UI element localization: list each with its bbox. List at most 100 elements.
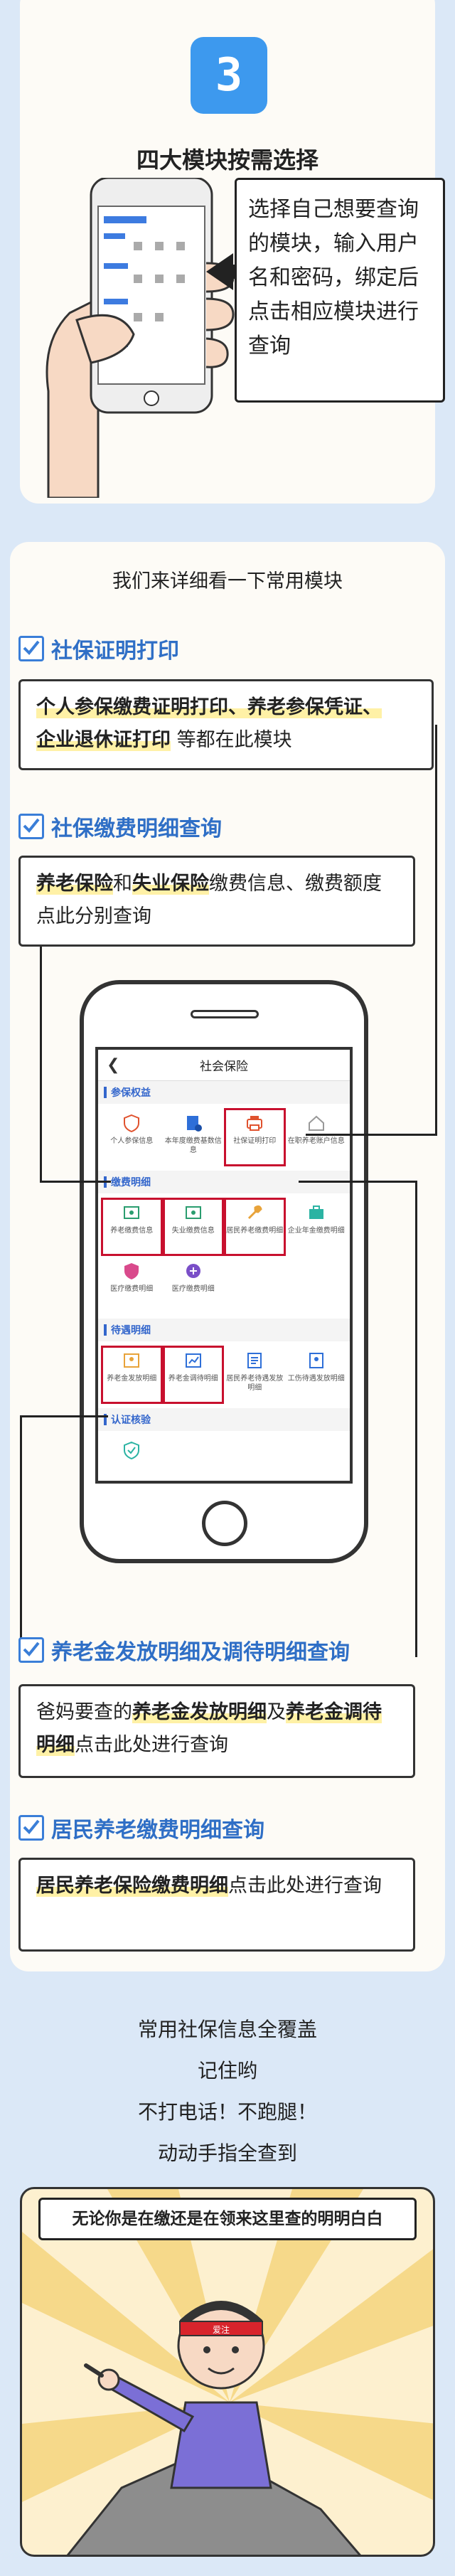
highlight-text: 失业保险 [132,873,209,895]
app-header: ❮ 社会保险 [98,1050,350,1081]
house-icon [306,1112,327,1134]
module-label: 企业年金缴费明细 [287,1227,345,1235]
section-description-certificate: 个人参保缴费证明打印、养老参保凭证、 企业退休证打印 等都在此模块 [18,679,434,770]
module-label: 本年度缴费基数信息 [164,1137,222,1154]
explain-line: 的模块，输入用户 [248,231,419,256]
closing-line: 常用社保信息全覆盖 [137,2018,317,2041]
wrench-icon [244,1202,265,1223]
group-grid: 个人参保信息 本年度缴费基数信息 社保证明打印 在职养老账户信息 [98,1104,350,1171]
printer-icon [244,1112,265,1134]
step-title: 四大模块按需选择 [136,147,318,174]
user-card-icon [121,1350,142,1371]
checkbox-icon [18,1815,44,1841]
module-base-info[interactable]: 本年度缴费基数信息 [163,1108,225,1166]
highlight-text: 养老金发放明细 [132,1701,267,1723]
connector-line [415,1181,417,1657]
plain-text: 及 [267,1701,286,1723]
app-screen: ❮ 社会保险 参保权益 个人参保信息 本年度缴费基数信息 社保证明打印 在职养老… [95,1047,353,1484]
person-doc-icon [306,1350,327,1371]
group-title: 待遇明细 [98,1319,350,1341]
module-medical-payment-2[interactable]: 医疗缴费明细 [163,1256,225,1314]
module-label: 工伤待遇发放明细 [287,1375,345,1383]
section-description-resident: 居民养老保险缴费明细点击此处进行查询 [18,1858,415,1952]
section-label: 居民养老缴费明细查询 [51,1818,264,1843]
module-label: 医疗缴费明细 [110,1285,154,1293]
module-verification[interactable] [101,1435,163,1481]
briefcase-icon [306,1202,327,1223]
plain-text: 点击此处进行查询 [75,1734,228,1756]
module-pension-adjust[interactable]: 养老金调待明细 [162,1346,224,1404]
module-medical-payment[interactable]: 医疗缴费明细 [101,1256,163,1314]
plain-text: 等都在此模块 [171,729,292,751]
connector-line [299,1181,417,1183]
highlight-text: 企业退休证打印 [36,729,171,751]
module-label: 居民养老待遇发放明细 [226,1375,284,1392]
document-icon [183,1112,204,1134]
module-pension-account[interactable]: 在职养老账户信息 [286,1108,348,1166]
plain-text: 点击此处进行查询 [228,1875,382,1897]
card-icon [183,1202,204,1223]
checkbox-icon [18,814,44,839]
section-label: 养老金发放明细及调待明细查询 [51,1640,350,1665]
section-header-payment: 社保缴费明细查询 [18,811,222,842]
module-resident-pension-payment[interactable]: 居民养老缴费明细 [224,1198,286,1256]
module-pension-issue[interactable]: 养老金发放明细 [101,1346,163,1404]
cartoon-speech-bubble: 无论你是在缴还是在领来这里查的明明白白 [38,2198,417,2240]
checkbox-icon [18,1637,44,1663]
heart-shield-icon [121,1260,142,1282]
module-certificate-print[interactable]: 社保证明打印 [224,1108,286,1166]
module-injury-issue[interactable]: 工伤待遇发放明细 [286,1346,348,1404]
connector-line [20,1415,22,1653]
connector-line [40,947,42,1183]
module-pension-payment[interactable]: 养老缴费信息 [101,1198,163,1256]
checkbox-icon [18,636,44,661]
plain-text: 爸妈要查的 [36,1701,132,1723]
verify-shield-icon [121,1439,142,1461]
section-label: 社保证明打印 [51,639,179,664]
phone-speaker [191,1010,259,1018]
group-grid: 养老金发放明细 养老金调待明细 居民养老待遇发放明细 工伤待遇发放明细 [98,1341,350,1408]
plain-text: 缴费信息、缴费额度点此分别查询 [36,873,382,927]
module-label: 养老缴费信息 [110,1227,154,1235]
shield-icon [121,1112,142,1134]
module-label: 居民养老缴费明细 [226,1227,284,1235]
section-header-resident: 居民养老缴费明细查询 [18,1812,264,1843]
module-label: 医疗缴费明细 [171,1285,215,1293]
connector-line [435,725,437,1136]
phone-home-button [202,1501,247,1546]
closing-line: 不打电话！不跑腿！ [137,2100,317,2124]
module-label: 个人参保信息 [110,1137,154,1145]
step-explanation: 选择自己想要查询 的模块，输入用户 名和密码，绑定后 点击相应模块进行 查询 [235,178,445,403]
module-unemployment-payment[interactable]: 失业缴费信息 [162,1198,224,1256]
explain-line: 选择自己想要查询 [248,197,419,222]
group-grid [98,1431,350,1481]
section-label: 社保缴费明细查询 [51,816,222,841]
module-label: 失业缴费信息 [171,1227,215,1235]
module-label: 在职养老账户信息 [287,1137,345,1145]
connector-line [306,1134,437,1136]
app-title: 社会保险 [200,1060,248,1074]
phone-mockup: ❮ 社会保险 参保权益 个人参保信息 本年度缴费基数信息 社保证明打印 在职养老… [80,980,368,1563]
cartoon-scene: 爱注 [22,2189,433,2555]
closing-line: 记住哟 [197,2059,257,2082]
module-resident-pension-issue[interactable]: 居民养老待遇发放明细 [224,1346,286,1404]
connector-line [20,1415,108,1417]
highlight-text: 养老保险 [36,873,113,895]
section-description-pension: 爸妈要查的养老金发放明细及养老金调待明细点击此处进行查询 [18,1684,415,1778]
medical-icon [183,1260,204,1282]
module-label: 养老金调待明细 [168,1375,218,1383]
module-annuity-payment[interactable]: 企业年金缴费明细 [286,1198,348,1256]
module-label: 养老金发放明细 [107,1375,157,1383]
group-title: 参保权益 [98,1081,350,1104]
chart-icon [183,1350,204,1371]
group-grid: 养老缴费信息 失业缴费信息 居民养老缴费明细 企业年金缴费明细 医疗缴费明细 医… [98,1193,350,1319]
section-description-payment: 养老保险和失业保险缴费信息、缴费额度点此分别查询 [18,856,415,947]
hand-holding-phone-illustration [46,178,255,498]
list-icon [244,1350,265,1371]
module-personal-info[interactable]: 个人参保信息 [101,1108,163,1166]
highlight-text: 居民养老保险缴费明细 [36,1875,228,1897]
back-arrow-icon[interactable]: ❮ [107,1056,120,1074]
section-header-certificate: 社保证明打印 [18,633,179,664]
plain-text: 和 [113,873,132,895]
section-header-pension: 养老金发放明细及调待明细查询 [18,1634,350,1666]
